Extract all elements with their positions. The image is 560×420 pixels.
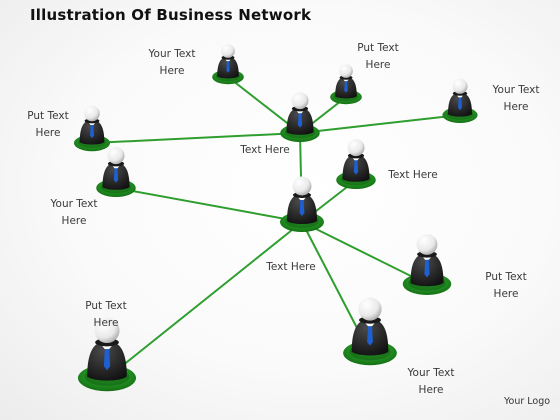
label-hub1: Text Here [240,144,290,156]
person-node-n6 [336,139,376,189]
label-n6: Text Here [388,169,438,181]
person-node-hub1 [280,92,320,142]
person-node-n4 [442,78,478,123]
logo-text: Your Logo [504,396,551,407]
connector-hub2-n5 [115,187,303,223]
label-hub2: Text Here [266,261,316,273]
person-node-n5 [96,147,136,197]
connector-hub1-n4 [299,114,461,134]
person-node-n7 [402,233,452,295]
person-node-hub2 [280,176,324,232]
connector-hub2-n8 [106,221,303,379]
connector-lines [91,76,461,379]
connector-hub1-n2 [91,132,301,144]
diagram-title: Illustration Of Business Network [30,6,312,24]
person-node-n1 [212,44,244,85]
person-node-n9 [343,297,397,366]
connector-hub2-n7 [301,221,428,285]
